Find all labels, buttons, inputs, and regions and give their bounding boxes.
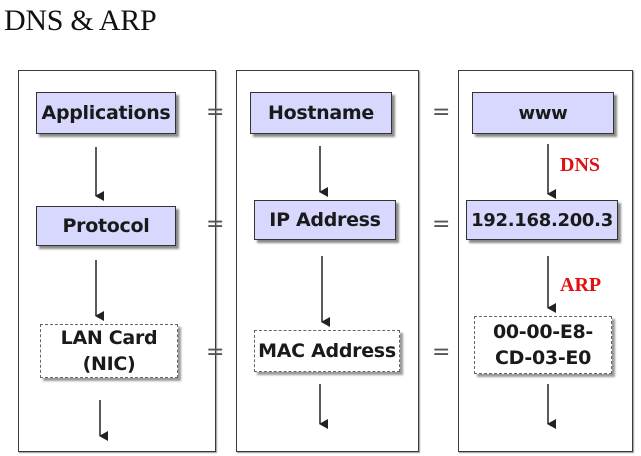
box-mac-address: MAC Address	[254, 330, 400, 372]
equals-sign: =	[432, 340, 451, 365]
lan-card-line-1: LAN Card	[60, 327, 158, 349]
box-ip-address: IP Address	[254, 200, 396, 240]
box-ip-value: 192.168.200.3	[466, 200, 618, 240]
equals-sign: =	[206, 340, 225, 365]
box-lan-card: LAN Card (NIC)	[40, 324, 178, 378]
box-protocol: Protocol	[36, 206, 176, 246]
equals-sign: =	[432, 100, 451, 125]
mac-value-line-2: CD-03-E0	[494, 347, 592, 369]
box-www: www	[472, 92, 614, 134]
lan-card-line-2: (NIC)	[82, 353, 136, 375]
equals-sign: =	[206, 100, 225, 125]
equals-sign: =	[206, 212, 225, 237]
box-hostname: Hostname	[250, 92, 392, 134]
mac-value-line-1: 00-00-E8-	[492, 321, 594, 343]
page-title: DNS & ARP	[4, 4, 157, 37]
equals-sign: =	[432, 212, 451, 237]
box-applications: Applications	[36, 92, 176, 134]
arp-label: ARP	[560, 274, 602, 296]
box-mac-value: 00-00-E8- CD-03-E0	[474, 316, 612, 374]
dns-label: DNS	[560, 154, 601, 176]
